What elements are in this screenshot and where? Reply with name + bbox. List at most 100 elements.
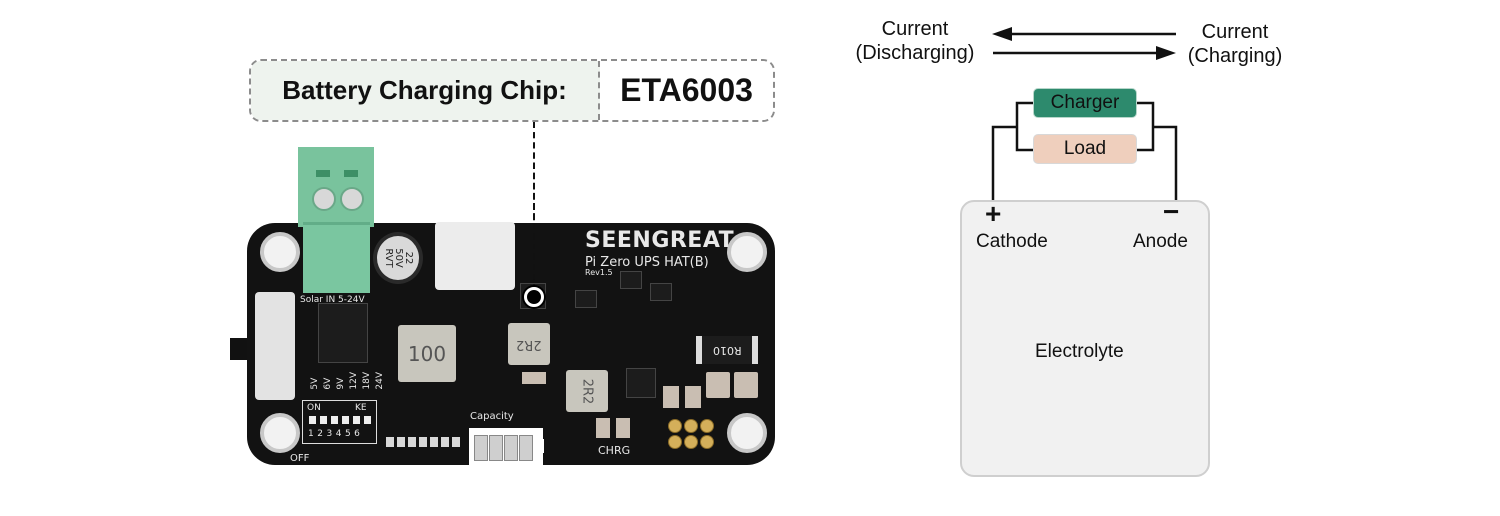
- charger-box: Charger: [1033, 88, 1137, 118]
- sot-ic: [620, 271, 642, 289]
- dip-number: 3: [326, 429, 333, 439]
- led-row: [386, 437, 460, 447]
- solar-input-label: Solar IN 5-24V: [300, 295, 365, 305]
- capacity-cell: [504, 435, 518, 461]
- electrolyte-label: Electrolyte: [1035, 341, 1124, 362]
- terminal-slot: [344, 170, 358, 177]
- current-discharging-line1: Current: [881, 18, 949, 40]
- capacity-cell: [489, 435, 503, 461]
- wire-right-bridge: [1137, 101, 1155, 152]
- dip-ke-label: KE: [355, 403, 367, 413]
- smd-led: [419, 437, 427, 447]
- board-revision: Rev1.5: [585, 268, 613, 277]
- dip-number: 6: [354, 429, 360, 439]
- pogo-pin: [684, 435, 698, 449]
- dip-numbers: 1 2 3 4 5 6: [308, 429, 360, 439]
- inductor-label: 100: [407, 341, 447, 366]
- sot-ic: [575, 290, 597, 308]
- load-box: Load: [1033, 134, 1137, 164]
- smd-led: [408, 437, 416, 447]
- current-discharging-line2: (Discharging): [855, 42, 975, 64]
- ceramic-capacitor: [522, 372, 546, 384]
- ceramic-capacitor: [616, 418, 630, 438]
- dip-switch: ON KE 1 2 3 4 5 6: [302, 400, 377, 444]
- solar-terminal-block: [298, 147, 374, 227]
- dip-toggles: [309, 416, 371, 424]
- mounting-hole: [727, 232, 767, 272]
- ceramic-capacitor: [596, 418, 610, 438]
- smd-led: [452, 437, 460, 447]
- inductor-2r2: 2R2: [566, 370, 608, 412]
- capacity-battery-indicator: [469, 428, 544, 466]
- chip-callout: Battery Charging Chip: ETA6003: [249, 59, 775, 122]
- cathode-label: Cathode: [976, 231, 1048, 252]
- wire-paths: [991, 101, 1178, 200]
- minus-icon: −: [1163, 196, 1180, 227]
- dip-toggle: [331, 416, 338, 424]
- wire-cathode: [991, 125, 1017, 200]
- capacity-cell: [519, 435, 533, 461]
- power-switch: [255, 292, 295, 400]
- charger-label: Charger: [1050, 92, 1120, 113]
- plus-icon: +: [985, 198, 1002, 229]
- wire-left-bridge: [1015, 101, 1033, 152]
- board-model: Pi Zero UPS HAT(B): [585, 255, 709, 270]
- load-label: Load: [1063, 138, 1107, 159]
- mounting-hole: [260, 413, 300, 453]
- smd-led: [441, 437, 449, 447]
- dip-toggle: [364, 416, 371, 424]
- current-charging-line1: Current: [1201, 21, 1269, 43]
- dip-number: 5: [344, 429, 351, 439]
- dip-toggle: [342, 416, 349, 424]
- mounting-hole: [260, 232, 300, 272]
- chip-location-marker: [524, 287, 544, 307]
- pogo-pin: [668, 435, 682, 449]
- smd-led: [430, 437, 438, 447]
- dip-toggle: [353, 416, 360, 424]
- chip-callout-value: ETA6003: [600, 61, 773, 120]
- chip-callout-label: Battery Charging Chip:: [251, 61, 600, 120]
- battery-cell: [960, 200, 1210, 477]
- terminal-screw-icon: [312, 187, 336, 211]
- dip-off-label: OFF: [290, 453, 310, 464]
- ceramic-capacitor: [663, 386, 679, 408]
- smd-led: [386, 437, 394, 447]
- power-switch-lever: [230, 338, 252, 360]
- inductor-100: 100: [398, 325, 456, 382]
- dip-toggle: [309, 416, 316, 424]
- anode-label: Anode: [1133, 231, 1188, 252]
- terminal-screw-icon: [340, 187, 364, 211]
- callout-leader-line-overlay: [533, 122, 535, 290]
- wire-anode: [1153, 125, 1178, 200]
- dip-number: 1: [308, 429, 314, 439]
- dip-toggle: [320, 416, 327, 424]
- current-discharging-label: Current (Discharging): [850, 17, 980, 65]
- arrow-right-icon: [993, 46, 1176, 60]
- capacity-cell: [474, 435, 488, 461]
- pogo-pin: [700, 419, 714, 433]
- shunt-resistor: R010: [696, 336, 758, 364]
- brand-logo: SEENGREAT: [585, 228, 735, 253]
- terminal-base: [303, 222, 370, 293]
- current-charging-line2: (Charging): [1187, 45, 1283, 67]
- arrow-left-icon: [992, 27, 1176, 41]
- capacity-label: Capacity: [470, 411, 514, 422]
- pogo-pin: [668, 419, 682, 433]
- usb-c-port: [435, 222, 515, 290]
- ceramic-capacitor: [706, 372, 730, 398]
- battery-tip: [539, 439, 544, 453]
- ceramic-capacitor: [685, 386, 701, 408]
- pogo-pin: [700, 435, 714, 449]
- current-charging-label: Current (Charging): [1180, 20, 1290, 68]
- ceramic-capacitor: [734, 372, 758, 398]
- dip-on-label: ON: [307, 403, 321, 413]
- pogo-pin: [684, 419, 698, 433]
- terminal-slot: [316, 170, 330, 177]
- regulator-ic: [626, 368, 656, 398]
- mounting-hole: [727, 413, 767, 453]
- dip-number: 4: [335, 429, 342, 439]
- dcdc-ic: [318, 303, 368, 363]
- smd-led: [397, 437, 405, 447]
